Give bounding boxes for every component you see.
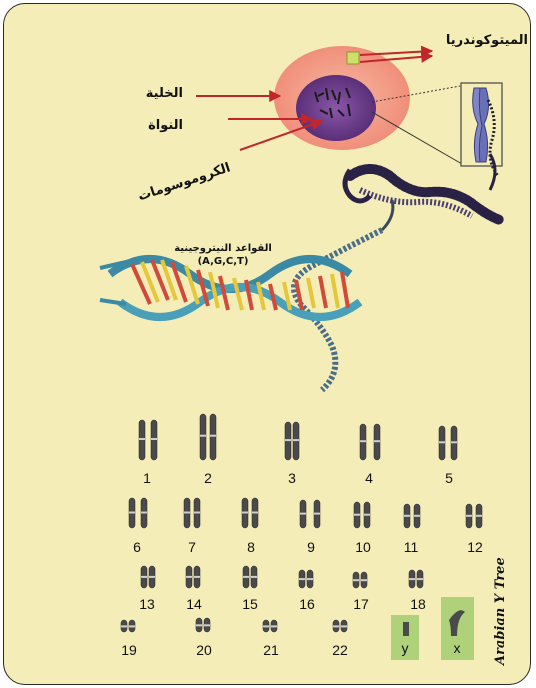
bases-label: (A,G,C,T) bbox=[168, 256, 278, 267]
chromosome-band bbox=[243, 576, 249, 578]
chromosome-band bbox=[194, 512, 200, 514]
karyotype-number-7: 7 bbox=[177, 539, 207, 555]
zoom-line bbox=[372, 112, 462, 164]
cell-label: الخلية bbox=[113, 86, 183, 101]
karyotype-chromosome bbox=[200, 414, 206, 460]
karyotype-number-2: 2 bbox=[193, 470, 223, 486]
karyotype-number-6: 6 bbox=[122, 539, 152, 555]
karyotype-number-4: 4 bbox=[354, 470, 384, 486]
chromosome-band bbox=[149, 576, 155, 578]
chromosome-band bbox=[194, 576, 200, 578]
signature: Arabian Y Tree bbox=[493, 545, 508, 665]
chromosome-band bbox=[374, 440, 380, 442]
karyotype-number-22: 22 bbox=[325, 642, 355, 658]
karyotype-number-15: 15 bbox=[235, 596, 265, 612]
chromosome-band bbox=[300, 513, 306, 515]
chromosome-band bbox=[476, 515, 482, 517]
chromosome-band bbox=[293, 439, 299, 441]
dna-loop bbox=[382, 200, 393, 230]
chromosome-band bbox=[204, 624, 210, 626]
chromosome-band bbox=[285, 439, 291, 441]
karyotype-number-17: 17 bbox=[346, 596, 376, 612]
karyotype-number-9: 9 bbox=[296, 539, 326, 555]
chromosome-band bbox=[186, 576, 192, 578]
chromosome-y-shape bbox=[403, 622, 409, 636]
chromosome-band bbox=[271, 625, 277, 627]
chromosome-band bbox=[439, 441, 445, 443]
chromosome-band bbox=[242, 512, 248, 514]
chromosome-band bbox=[307, 578, 313, 580]
chromosome-band bbox=[252, 512, 258, 514]
chromosome-band bbox=[333, 625, 339, 627]
karyotype-number-13: 13 bbox=[132, 596, 162, 612]
karyotype-number-8: 8 bbox=[236, 539, 266, 555]
karyotype-number-10: 10 bbox=[348, 539, 378, 555]
dna-helix bbox=[100, 259, 360, 317]
chromosome-band bbox=[139, 438, 145, 440]
karyotype-chromosome bbox=[210, 414, 216, 460]
chromosome-band bbox=[141, 512, 147, 514]
karyotype-number-11: 11 bbox=[396, 539, 426, 555]
karyotype-number-20: 20 bbox=[189, 642, 219, 658]
chromosome-band bbox=[360, 440, 366, 442]
bases-title: القواعد النيتروجينية bbox=[168, 243, 278, 254]
chromosome-band bbox=[404, 515, 410, 517]
karyotype-number-1: 1 bbox=[132, 470, 162, 486]
chromosome-band bbox=[184, 512, 190, 514]
chromosome-band bbox=[141, 576, 147, 578]
chromosome-band bbox=[299, 578, 305, 580]
chromosome-band bbox=[409, 578, 415, 580]
chromosome-band bbox=[129, 625, 135, 627]
chromosome-band bbox=[451, 441, 457, 443]
chromosome-band bbox=[417, 578, 423, 580]
chromosome-band bbox=[314, 513, 320, 515]
mitochondria-shape bbox=[347, 52, 359, 64]
chromosome-band bbox=[263, 625, 269, 627]
karyotype-number-x: x bbox=[442, 640, 472, 656]
chromosome-band bbox=[200, 435, 206, 437]
chromosome-band bbox=[151, 438, 157, 440]
karyotype-number-16: 16 bbox=[292, 596, 322, 612]
karyotype-number-12: 12 bbox=[460, 539, 490, 555]
karyotype-number-y: y bbox=[390, 640, 420, 656]
karyotype-number-14: 14 bbox=[179, 596, 209, 612]
chromosome-band bbox=[196, 624, 202, 626]
chromosome-band bbox=[129, 512, 135, 514]
nucleus-label: النواة bbox=[113, 118, 183, 133]
chromosome-band bbox=[361, 579, 367, 581]
karyotype-number-5: 5 bbox=[434, 470, 464, 486]
karyotype-number-19: 19 bbox=[114, 642, 144, 658]
chromosome-band bbox=[121, 625, 127, 627]
chromosome-band bbox=[414, 515, 420, 517]
nucleus-shape bbox=[296, 75, 376, 141]
karyotype-number-18: 18 bbox=[403, 596, 433, 612]
chromosome-band bbox=[353, 579, 359, 581]
chromosome-band bbox=[364, 514, 370, 516]
chromosome-band bbox=[251, 576, 257, 578]
mitochondria-label: الميتوكوندريا bbox=[418, 33, 528, 48]
karyotype-number-3: 3 bbox=[277, 470, 307, 486]
chromosome-band bbox=[354, 514, 360, 516]
chromosome-band bbox=[210, 435, 216, 437]
karyotype-number-21: 21 bbox=[256, 642, 286, 658]
chromosome-band bbox=[341, 625, 347, 627]
chromosome-band bbox=[466, 515, 472, 517]
